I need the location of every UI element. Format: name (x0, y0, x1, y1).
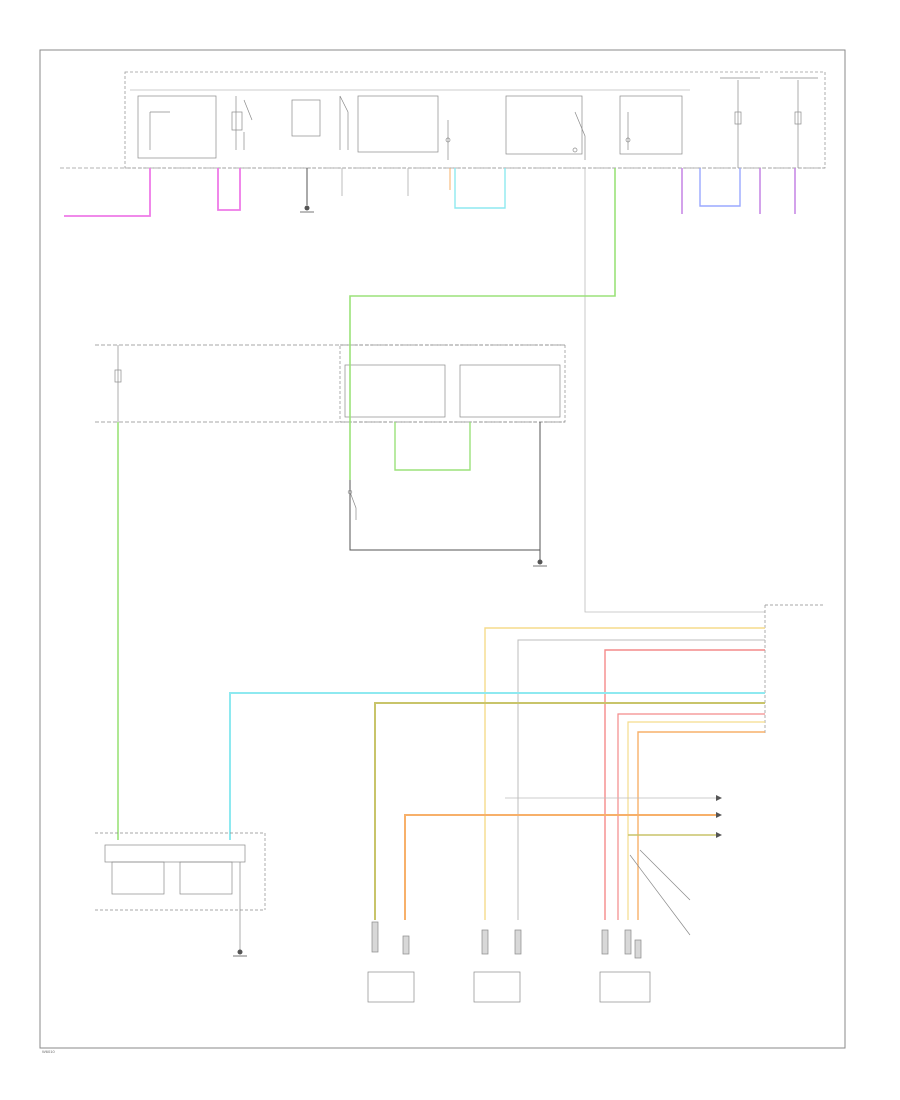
lower-left-module (95, 832, 266, 950)
sensor-3 (599, 929, 651, 1003)
tcm-connector (764, 604, 825, 735)
relay-2 (231, 96, 253, 150)
diagram-frame (39, 49, 846, 1049)
sensor-1 (367, 921, 415, 1003)
tcm-wires (229, 627, 765, 920)
fuses-right (720, 77, 818, 168)
relay-4 (357, 95, 451, 160)
middle-wires (117, 340, 541, 840)
top-wire-stubs (64, 168, 796, 613)
sensor-wires (404, 797, 720, 936)
connector-arrows (716, 795, 722, 838)
relay-5 (505, 95, 586, 160)
central-junction-box (95, 344, 566, 423)
ground-symbol-1 (300, 205, 314, 213)
relay-1 (137, 95, 217, 159)
relay-3 (291, 95, 349, 150)
switch-component (347, 489, 357, 520)
battery-junction-box (60, 71, 826, 169)
ground-symbol-2 (533, 559, 547, 567)
sensor-2 (473, 929, 522, 1003)
relay-6 (619, 95, 683, 155)
ground-symbol-3 (233, 949, 247, 957)
diagram-id: W6010 (42, 1049, 55, 1054)
